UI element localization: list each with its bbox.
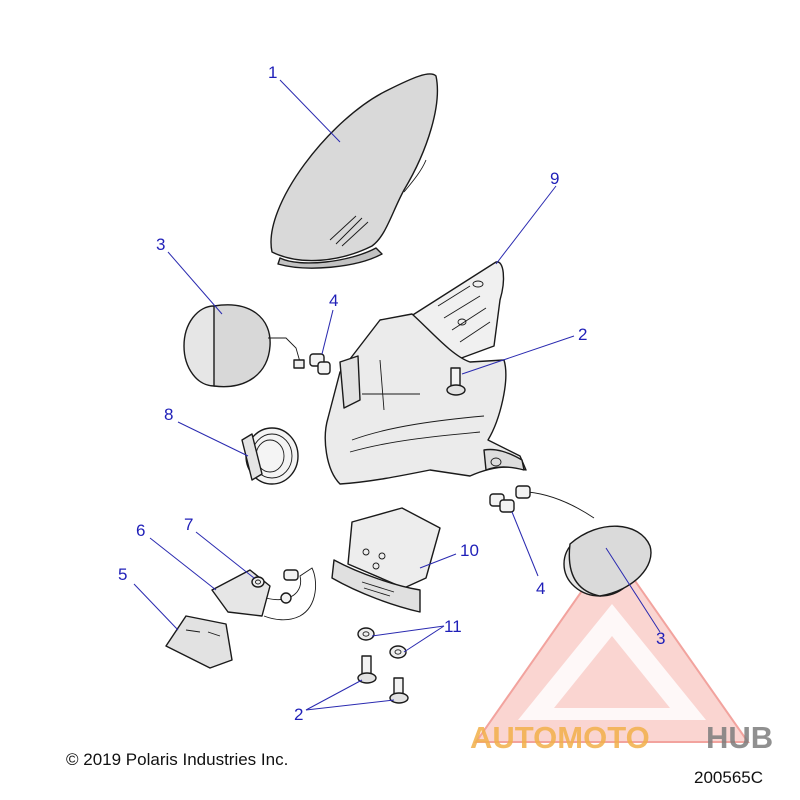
callout-labels: 1 9 3 4 2 8 7 6 10 5 4 3 11 2 [118, 63, 665, 724]
part-3-turn-signal-right [527, 491, 652, 597]
part-2-screw-upper [446, 367, 466, 396]
callout-11: 11 [444, 617, 462, 636]
watermark-text-auto: AUTOMOTO [470, 720, 650, 755]
callout-3-lower: 3 [656, 629, 665, 648]
part-8-clip [241, 427, 299, 485]
part-1-cover [270, 73, 439, 269]
part-4-connector-lower [489, 485, 531, 513]
leader-lines [133, 79, 661, 711]
part-10-plate-bracket [331, 507, 441, 613]
part-2-screws-lower [357, 655, 409, 704]
callout-4-lower: 4 [536, 579, 545, 598]
callout-2-lower: 2 [294, 705, 303, 724]
part-4-connector-upper [309, 353, 331, 375]
part-7-nut [251, 576, 265, 588]
part-6-lamp-housing [211, 567, 317, 621]
callout-2-upper: 2 [578, 325, 587, 344]
drawing-number: 200565C [694, 768, 764, 787]
callout-3-upper: 3 [156, 235, 165, 254]
callout-1: 1 [268, 63, 277, 82]
part-5-lens [165, 615, 233, 669]
part-9-bracket [324, 261, 527, 485]
callout-7: 7 [184, 515, 193, 534]
callout-4-upper: 4 [329, 291, 338, 310]
part-11-nuts [357, 627, 407, 659]
copyright-notice: © 2019 Polaris Industries Inc. [66, 750, 289, 769]
part-3-turn-signal-left [183, 304, 305, 388]
callout-9: 9 [550, 169, 559, 188]
callout-5: 5 [118, 565, 127, 584]
callout-8: 8 [164, 405, 173, 424]
callout-10: 10 [460, 541, 479, 560]
callout-6: 6 [136, 521, 145, 540]
watermark-text-hub: HUB [706, 720, 773, 755]
watermark-logo [474, 546, 750, 743]
